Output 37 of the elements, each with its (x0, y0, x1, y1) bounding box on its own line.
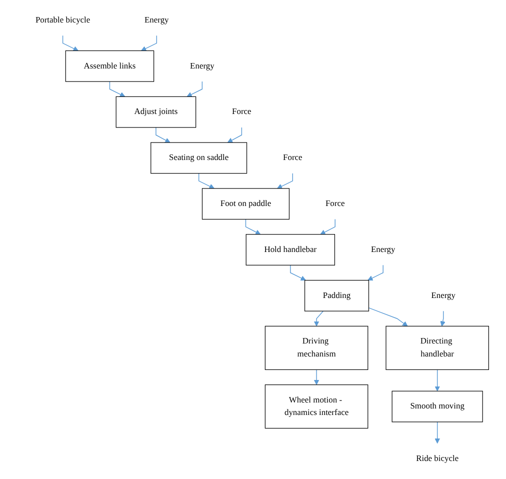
node-box: Assemble links (65, 50, 154, 82)
arrow (290, 264, 306, 281)
arrow (434, 422, 440, 444)
arrow (314, 369, 320, 385)
node-text: Portable bicycle (35, 16, 90, 25)
arrow (314, 310, 324, 326)
node-text: Force (325, 199, 345, 208)
node-text: Energy (190, 62, 214, 71)
arrow (368, 264, 384, 281)
node-text: Energy (370, 245, 396, 254)
arrow (276, 173, 293, 189)
node-box: Seating on saddle (150, 142, 248, 174)
node-box: Directing handlebar (386, 326, 489, 370)
arrow (434, 369, 440, 392)
node-box: Foot on paddle (202, 188, 290, 220)
node-box: Driving mechanism (264, 326, 368, 370)
arrow (156, 127, 170, 143)
arrow (140, 35, 158, 52)
arrow (368, 307, 408, 326)
node-box: Hold handlebar (246, 234, 336, 266)
node-box: Padding (304, 280, 370, 312)
arrow (109, 81, 126, 97)
arrow (186, 81, 203, 97)
node-text: Energy (431, 291, 456, 300)
node-text: Force (283, 153, 302, 162)
node-box: Wheel motion - dynamics interface (264, 384, 368, 429)
arrow (198, 173, 214, 189)
arrow (440, 310, 446, 326)
node-text: Force (232, 108, 252, 117)
arrow (227, 127, 242, 143)
node-text: Energy (144, 16, 169, 25)
arrow (320, 218, 336, 235)
arrow (62, 35, 78, 52)
node-text: Ride bicycle (416, 454, 459, 464)
node-box: Smooth moving (392, 390, 483, 422)
node-box: Adjust joints (116, 96, 196, 128)
arrow (245, 218, 261, 235)
